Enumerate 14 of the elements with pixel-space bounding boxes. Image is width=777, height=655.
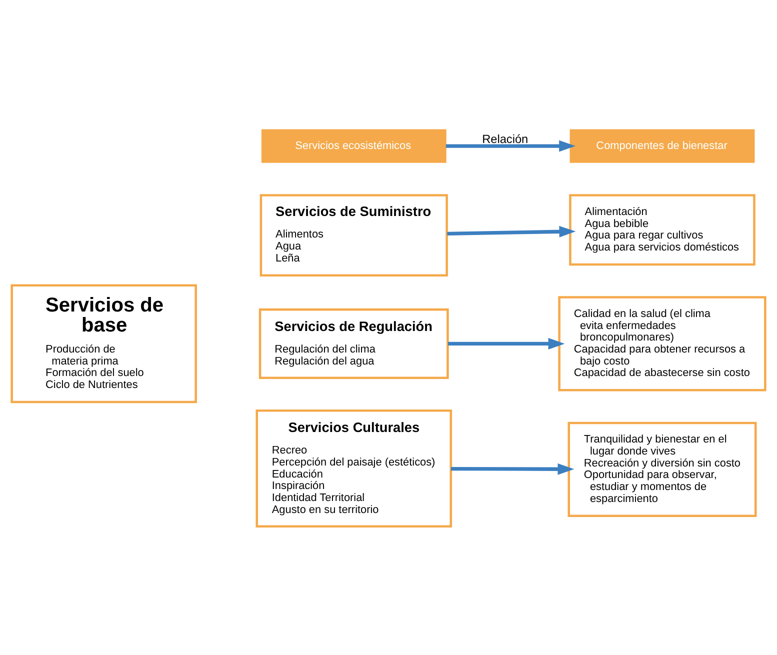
node-box: Servicios de Regulación Regulación del clima Regulación del agua [258, 308, 449, 379]
node-box: Componentes de bienestar [570, 128, 755, 162]
node-box: Alimentación Agua bebible Agua para regar cultivos Agua para servicios domésticos [569, 194, 756, 266]
arrow [448, 337, 565, 349]
arrow [450, 462, 574, 474]
edge-label: Relación [482, 131, 528, 146]
node-box: Servicios Culturales Recreo Percepción del paisaje (estéticos) Educación Inspiración Identidad Territorial Agusto en su territorio [256, 409, 452, 527]
node-box: Calidad en la salud (el clima evita enfermedades broncopulmonares) Capacidad para obtener recursos a bajo costo Capacidad de abastecerse sin costo [558, 296, 766, 391]
node-box: Servicios de base Producción de materia prima Formación del suelo Ciclo de Nutrientes [10, 284, 197, 403]
arrow [446, 140, 576, 152]
node-box: Servicios de Suministro Alimentos Agua Leña [260, 194, 448, 276]
arrow [447, 225, 576, 237]
node-box: Tranquilidad y bienestar en el lugar donde vives Recreación y diversión sin costo Oportunidad para observar, estudiar y momentos de esparcimiento [568, 421, 757, 517]
node-box: Servicios ecosistémicos [261, 128, 446, 162]
